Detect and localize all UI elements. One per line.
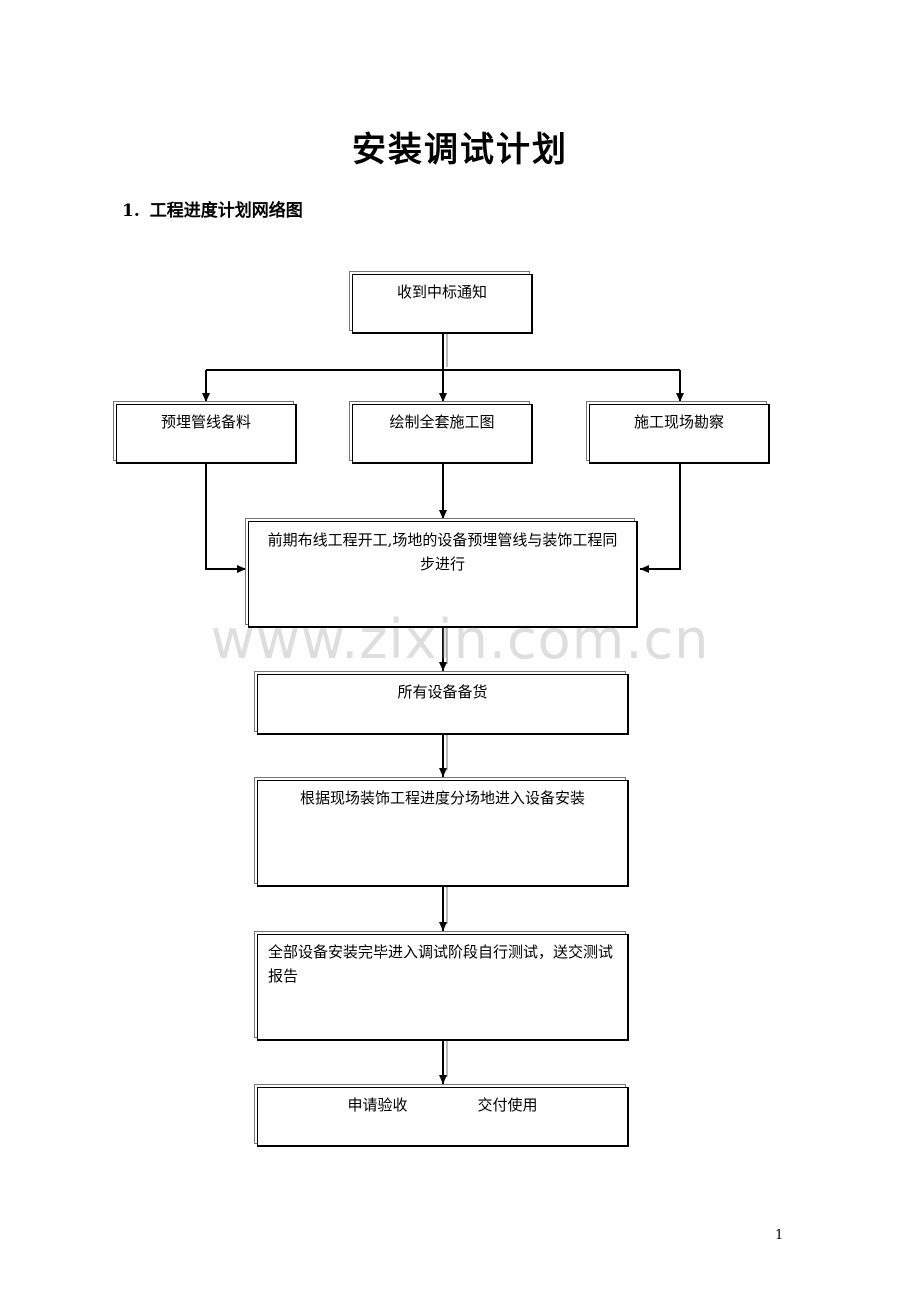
watermark: www.zixin.com.cn <box>210 608 710 671</box>
page-number: 1 <box>775 1228 784 1243</box>
section-heading: 1. 工程进度计划网络图 <box>122 196 303 221</box>
page-title: 安装调试计划 <box>352 130 568 170</box>
flow-final-deliver: 交付使用 <box>477 1096 538 1114</box>
flow-box-start: 收到中标通知 <box>352 274 533 334</box>
flow-box-final: 申请验收 交付使用 <box>257 1087 629 1147</box>
flow-final-accept: 申请验收 <box>347 1096 408 1114</box>
flow-box-merge: 前期布线工程开工,场地的设备预埋管线与装饰工程同步进行 <box>248 521 638 628</box>
section-number: 1. <box>122 201 140 221</box>
arrow-left-merge <box>205 464 246 573</box>
flow-box-mid: 绘制全套施工图 <box>352 404 533 464</box>
flow-box-left: 预埋管线备料 <box>116 404 297 464</box>
flow-box-test: 全部设备安装完毕进入调试阶段自行测试，送交测试报告 <box>257 934 629 1041</box>
flow-box-stock: 所有设备备货 <box>257 674 629 735</box>
flow-box-right: 施工现场勘察 <box>589 404 770 464</box>
flow-box-install: 根据现场装饰工程进度分场地进入设备安装 <box>257 780 629 887</box>
arrow-right-merge <box>640 464 681 573</box>
section-title: 工程进度计划网络图 <box>149 201 303 221</box>
